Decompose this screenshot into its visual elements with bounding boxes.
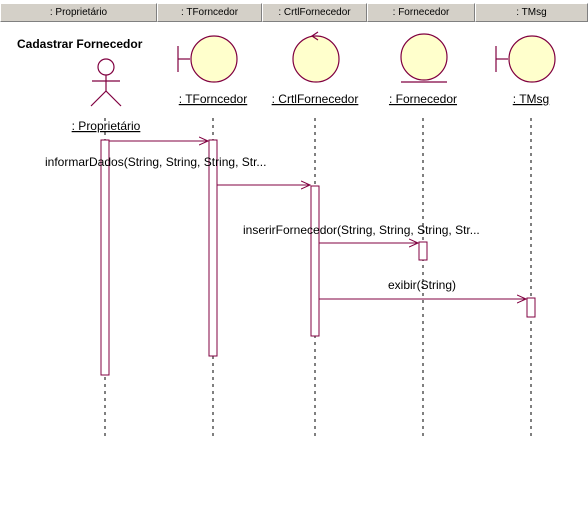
diagram-title: Cadastrar Fornecedor	[17, 37, 143, 51]
message-label-exibir: exibir(String)	[388, 278, 456, 292]
activation-bar-tmsg[interactable]	[526, 297, 536, 318]
activation-bar-tforncedor[interactable]	[208, 139, 218, 357]
column-header-fornecedor[interactable]: : Fornecedor	[367, 3, 475, 22]
boundary-icon[interactable]	[495, 35, 556, 83]
message-label-inserir-fornecedor: inserirFornecedor(String, String, String…	[243, 223, 480, 237]
activation-bar-fornecedor[interactable]	[418, 241, 428, 261]
boundary-icon[interactable]	[177, 35, 238, 83]
column-header-proprietario[interactable]: : Proprietário	[0, 3, 157, 22]
control-icon[interactable]	[292, 31, 340, 83]
column-header-tmsg[interactable]: : TMsg	[475, 3, 588, 22]
column-header-bar: : Proprietário : TForncedor : CrtlFornec…	[0, 0, 588, 26]
lifeline-label-tmsg: : TMsg	[513, 92, 549, 106]
activation-bar-crtlfornecedor[interactable]	[310, 185, 320, 337]
lifeline-label-tforncedor: : TForncedor	[179, 92, 247, 106]
lifeline-label-fornecedor: : Fornecedor	[389, 92, 457, 106]
entity-icon[interactable]	[400, 33, 448, 83]
column-header-crtlfornecedor[interactable]: : CrtlFornecedor	[262, 3, 367, 22]
column-header-tforncedor[interactable]: : TForncedor	[157, 3, 262, 22]
lifeline-label-proprietario: : Proprietário	[72, 119, 141, 133]
lifeline-label-crtlfornecedor: : CrtlFornecedor	[272, 92, 359, 106]
activation-bar-proprietario[interactable]	[100, 139, 110, 376]
actor-icon[interactable]	[90, 58, 122, 107]
message-label-informar-dados: informarDados(String, String, String, St…	[45, 155, 266, 169]
